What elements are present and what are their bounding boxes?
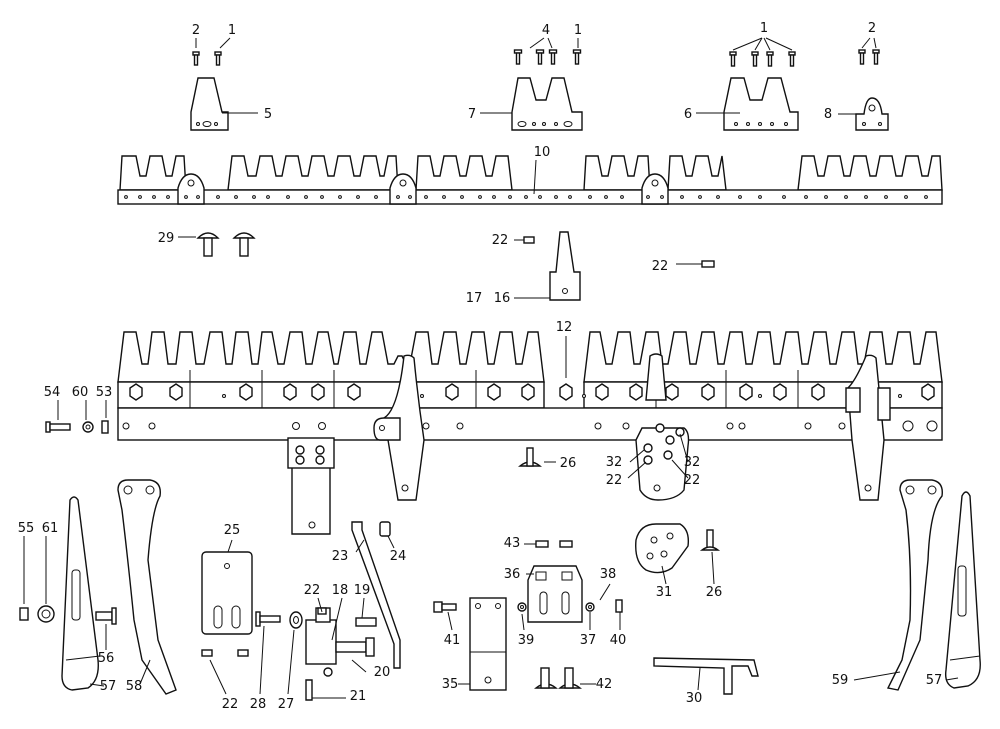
callout-32: 32 — [606, 455, 623, 470]
plate-31 — [635, 523, 690, 585]
bolts-top-middle — [513, 49, 582, 65]
callout-42: 42 — [596, 677, 613, 692]
callout-61: 61 — [42, 521, 59, 536]
bolt-54-washer-60-nut-53 — [45, 400, 109, 434]
callout-7: 7 — [468, 107, 476, 122]
callout-60: 60 — [72, 385, 89, 400]
callout-29: 29 — [158, 231, 175, 246]
callout-2: 2 — [192, 23, 200, 38]
callout-32: 32 — [684, 455, 701, 470]
washer-27 — [287, 611, 303, 695]
bolts-top-right — [858, 49, 880, 65]
rod-23 — [351, 521, 401, 669]
callout-39: 39 — [518, 633, 535, 648]
bolt-26-right — [699, 529, 721, 585]
callout-43: 43 — [504, 536, 521, 551]
nuts-43 — [524, 540, 573, 548]
guard-plate-5 — [190, 77, 258, 131]
callout-12: 12 — [556, 320, 573, 335]
divider-arm-58-left — [117, 479, 177, 695]
callout-57: 57 — [100, 679, 117, 694]
nut-55-washer-61 — [19, 536, 55, 623]
bolts-top-left — [192, 51, 222, 66]
callout-2: 2 — [868, 21, 876, 36]
leaders-top — [195, 37, 877, 51]
callout-31: 31 — [656, 585, 673, 600]
nut-22-left — [514, 236, 535, 244]
callout-56: 56 — [98, 651, 115, 666]
callout-18: 18 — [332, 583, 349, 598]
callout-24: 24 — [390, 549, 407, 564]
bolts-top-right-group — [729, 51, 796, 67]
bolts-42 — [534, 667, 596, 689]
carriage-bolts-29 — [178, 232, 256, 257]
bolt-28 — [255, 611, 281, 695]
callout-36: 36 — [504, 567, 521, 582]
bolt-26-center — [518, 447, 556, 467]
callout-16: 16 — [494, 291, 511, 306]
guard-plate-6 — [696, 77, 799, 131]
callout-1: 1 — [574, 23, 582, 38]
callout-37: 37 — [580, 633, 597, 648]
callout-17: 17 — [466, 291, 483, 306]
callout-57: 57 — [926, 673, 943, 688]
callout-28: 28 — [250, 697, 267, 712]
holder-clip-8 — [838, 97, 889, 131]
callout-41: 41 — [444, 633, 461, 648]
callout-22: 22 — [222, 697, 239, 712]
plate-25 — [201, 539, 253, 635]
callout-1: 1 — [228, 23, 236, 38]
knife-assembly-10 — [117, 155, 943, 205]
bolt-56 — [95, 607, 117, 650]
callout-20: 20 — [374, 665, 391, 680]
lever-30 — [653, 657, 759, 695]
cutter-bar-assembly-12 — [117, 331, 943, 535]
pin-21 — [305, 679, 346, 701]
bracket-36 — [526, 565, 583, 623]
callout-59: 59 — [832, 673, 849, 688]
callout-38: 38 — [600, 567, 617, 582]
bushing-24 — [379, 521, 395, 549]
callout-40: 40 — [610, 633, 627, 648]
callout-22: 22 — [652, 259, 669, 274]
callout-22: 22 — [684, 473, 701, 488]
callout-30: 30 — [686, 691, 703, 706]
callout-26: 26 — [706, 585, 723, 600]
callout-5: 5 — [264, 107, 272, 122]
callout-54: 54 — [44, 385, 61, 400]
callout-21: 21 — [350, 689, 367, 704]
callout-35: 35 — [442, 677, 459, 692]
callout-8: 8 — [824, 107, 832, 122]
callout-1: 1 — [760, 21, 768, 36]
leaders-37-40 — [589, 612, 621, 630]
divider-57-right — [944, 491, 981, 689]
guard-16 — [514, 231, 581, 301]
callout-58: 58 — [126, 679, 143, 694]
callout-26: 26 — [560, 456, 577, 471]
callout-10: 10 — [534, 145, 551, 160]
callout-6: 6 — [684, 107, 692, 122]
callout-22: 22 — [492, 233, 509, 248]
nut-22-right — [676, 260, 715, 268]
callout-23: 23 — [332, 549, 349, 564]
washers-38 — [585, 583, 623, 613]
assembly-18-19-20 — [305, 597, 377, 677]
callout-22: 22 — [304, 583, 321, 598]
callout-22: 22 — [606, 473, 623, 488]
guard-plate-7 — [480, 77, 583, 131]
callout-19: 19 — [354, 583, 371, 598]
callout-25: 25 — [224, 523, 241, 538]
strap-35 — [458, 597, 507, 691]
bolt-41 — [433, 601, 457, 631]
washer-39 — [517, 602, 527, 631]
callout-53: 53 — [96, 385, 113, 400]
divider-57-left — [61, 496, 105, 691]
callout-4: 4 — [542, 23, 550, 38]
callout-55: 55 — [18, 521, 35, 536]
nuts-22-bottom — [201, 649, 249, 695]
divider-arm-59-right — [853, 479, 943, 691]
callout-27: 27 — [278, 697, 295, 712]
